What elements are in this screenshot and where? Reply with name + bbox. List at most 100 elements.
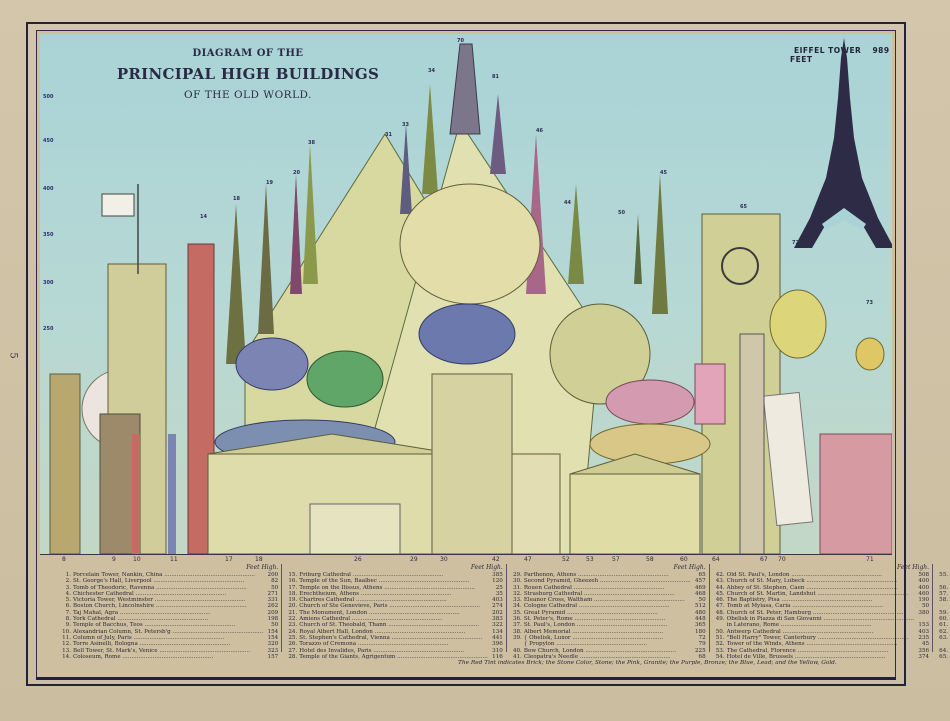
row-number: 14. [62, 653, 71, 660]
table-row: 29.Parthenon, Athens65 [510, 572, 706, 578]
baseline-number: 53 [586, 556, 594, 563]
table-row: 53.The Cathedral, Florence356 [713, 648, 929, 654]
baseline-number: 57 [612, 556, 620, 563]
table-row: 39.{ Obelisk, Luxor72 [510, 635, 706, 641]
row-number: 23. [288, 622, 298, 629]
height-value: 180 [694, 628, 706, 635]
building-name: The Cathedral, Florence [727, 648, 914, 654]
height-value: 154 [267, 628, 279, 635]
table-row: 32.Strasburg Cathedral468 [510, 591, 706, 597]
row-number: 39. [512, 634, 522, 641]
row-number: 15. [288, 572, 298, 578]
row-number: 8. [65, 616, 71, 623]
height-value: 116 [492, 653, 503, 660]
building-name: Porcelain Tower, Nankin, China [73, 572, 263, 578]
row-number: 7. [65, 609, 71, 616]
pyramid-shapes [49, 43, 892, 554]
building-label: 81 [492, 74, 499, 80]
height-value: 202 [492, 609, 503, 616]
baseline-number: 8 [62, 556, 66, 563]
bottom-border-rule [36, 677, 896, 680]
color-legend: The Red Tint indicates Brick; the Stone … [458, 660, 837, 666]
building-name: Bow Church, London [524, 648, 691, 654]
height-value: 320 [267, 641, 279, 648]
building-name: Hotel de Ville, Brussels [727, 654, 914, 660]
row-number: 5. [65, 597, 71, 604]
title-block: DIAGRAM OF THE PRINCIPAL HIGH BUILDINGS … [88, 48, 408, 101]
building-name: Church of St. Theobald, Thann [299, 622, 488, 628]
building-name: Bell Tower, St. Mark's, Venice [73, 648, 263, 654]
row-number: 21. [288, 609, 298, 616]
table-row: 30.Second Pyramid, Gheezeh457 [510, 578, 706, 584]
building-name: Church of Ste Genevieve, Paris [299, 603, 488, 609]
table-row: 12.Torre Asinelli, Bologna 320 [59, 641, 278, 647]
row-number: 43. [715, 578, 725, 585]
building-name: Tower of the Winds, Athens [727, 641, 914, 647]
row-number: 46. [715, 597, 725, 604]
height-value: 508 [918, 572, 930, 578]
building-name: Cleopatra's Needle [524, 654, 691, 660]
height-value: 45 [921, 641, 930, 648]
height-value: 380 [918, 609, 930, 616]
height-value: 50 [698, 597, 706, 604]
row-number: 59. [939, 609, 949, 616]
building-name: Torre Asinelli, Bologna [73, 641, 263, 647]
building-label: 45 [660, 170, 667, 176]
title-line-3: OF THE OLD WORLD. [184, 89, 312, 101]
row-number: 12. [62, 641, 71, 648]
table-row: 17.Temple on the Ilissus, Athens25 [285, 585, 503, 591]
table-row: 47.Tomb at Mylasa, Caria50 [713, 603, 929, 609]
row-number: 50. [715, 628, 725, 635]
axis-tick: 300 [43, 280, 54, 286]
height-value: 50 [271, 622, 279, 629]
row-number: 41. [512, 653, 522, 660]
baseline-number: 26 [354, 556, 362, 563]
table-row: 15.Friburg Cathedral385 [285, 572, 503, 578]
row-number: 22. [288, 616, 298, 623]
height-value: 365 [694, 622, 706, 629]
row-number: 24. [288, 628, 298, 635]
building-name: Taj Mahal, Agra [73, 610, 263, 616]
building-name: Tomb at Mylasa, Caria [727, 603, 914, 609]
index-column-4: Feet High. 42.Old St. Paul's, London508 … [710, 564, 934, 660]
baseline-number: 71 [866, 556, 874, 563]
row-number: 51. [715, 634, 725, 641]
baseline-number: 17 [225, 556, 233, 563]
building-label: 18 [233, 196, 240, 202]
building-name: Rouen Cathedral [524, 585, 691, 591]
table-row: 11.Column of July, Paris154 [59, 635, 278, 641]
table-row: 4.Chichester Cathedral271 [59, 591, 279, 597]
building-name: Strasburg Cathedral [524, 591, 691, 597]
height-value: 385 [492, 572, 503, 578]
height-value: 400 [918, 578, 930, 585]
building-label: 73 [866, 300, 873, 306]
height-value: 50 [271, 584, 279, 591]
table-row: 25.St. Stephen's Cathedral, Vienna441 [285, 635, 503, 641]
row-number: 31. [512, 584, 522, 591]
row-number: 29. [512, 572, 522, 578]
axis-tick: 450 [43, 138, 54, 144]
height-value: 25 [495, 584, 503, 591]
row-number: 2. [65, 578, 71, 585]
building-name: Coloseum, Rome [73, 654, 263, 660]
row-number: 18. [288, 590, 298, 597]
table-row: 14.Coloseum, Rome157 [59, 654, 278, 660]
height-value: 469 [694, 584, 706, 591]
building-name: Erechtheium, Athens [299, 591, 488, 597]
row-number: 13. [62, 647, 71, 654]
table-row: 46.The Baptistry, Pisa190 [713, 597, 929, 603]
row-number: 63. [939, 634, 949, 641]
height-value: 322 [492, 622, 503, 629]
row-number: 36. [512, 616, 522, 623]
baseline-number: 30 [440, 556, 448, 563]
title-line-1: DIAGRAM OF THE [192, 48, 304, 59]
table-row: 21.The Monument, London202 [285, 610, 503, 616]
baseline-number: 29 [410, 556, 418, 563]
height-value: 120 [492, 578, 503, 585]
building-label: 20 [293, 170, 300, 176]
axis-tick: 400 [43, 186, 54, 192]
ground-baseline [40, 554, 892, 555]
column-header: Feet High. [246, 564, 279, 571]
building-name: The Baptistry, Pisa [727, 597, 914, 603]
building-name: Second Pyramid, Gheezeh [524, 578, 691, 584]
